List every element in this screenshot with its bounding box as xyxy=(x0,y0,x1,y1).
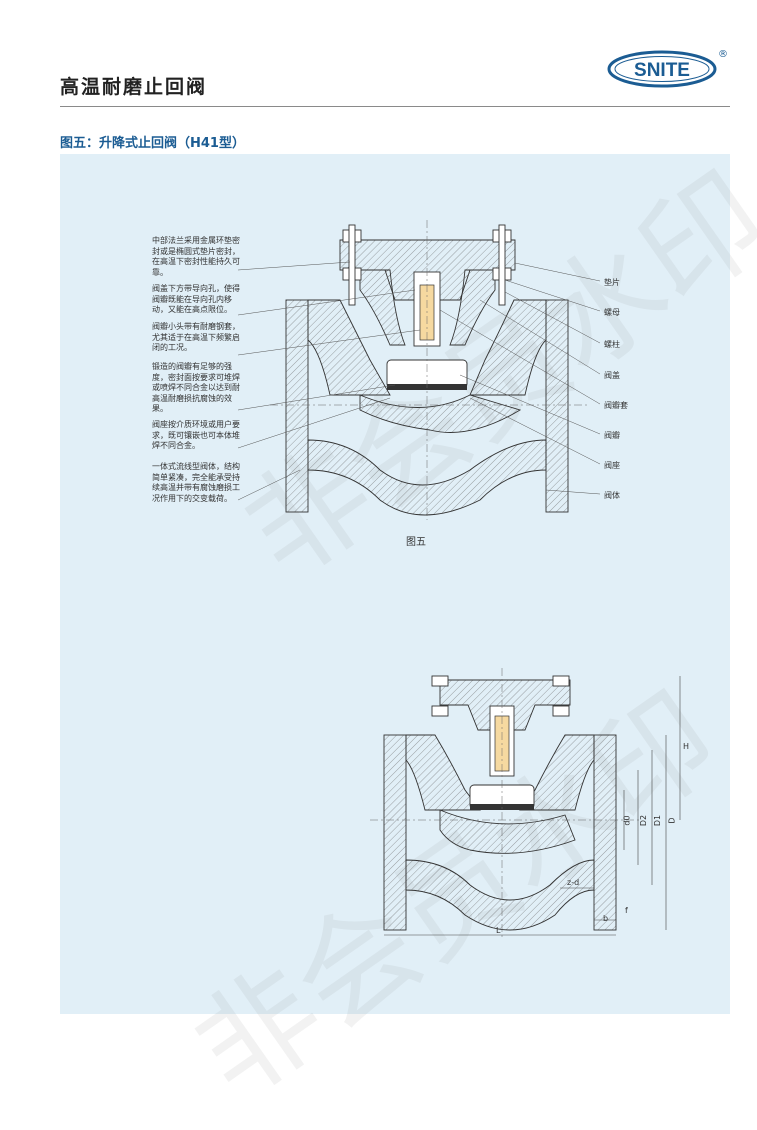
dim-f: f xyxy=(625,906,628,915)
dim-b: b xyxy=(603,914,609,923)
dim-d2: D2 xyxy=(639,814,649,827)
dim-d: D xyxy=(667,817,677,824)
brand-logo: SNITE ® xyxy=(606,48,728,88)
label-body: 阀体 xyxy=(604,491,620,500)
annotation-body: 一体式流线型阀体，结构简单紧凑，完全能承受持续高温并带有腐蚀磨损工况作用下的交变… xyxy=(152,462,240,503)
dim-l: L xyxy=(496,926,501,935)
figure-caption: 图五 xyxy=(406,537,426,548)
registered-mark: ® xyxy=(718,49,728,60)
section-subtitle: 图五：升降式止回阀（H41型） xyxy=(60,136,245,151)
label-gasket: 垫片 xyxy=(604,278,620,287)
annotation-bonnet-guide: 阀盖下方带导向孔，使得阀瓣既能在导向孔内移动，又能在高点限位。 xyxy=(152,284,240,314)
label-nut: 螺母 xyxy=(604,308,620,317)
annotation-seat: 阀座按介质环境或用户要求，既可镶嵌也可本体堆焊不同合金。 xyxy=(152,420,240,450)
page-title: 高温耐磨止回阀 xyxy=(60,76,208,98)
dim-d1: D1 xyxy=(653,814,663,827)
label-seat: 阀座 xyxy=(604,461,620,470)
annotation-flange-seal: 中部法兰采用金属环垫密封或是椭圆式垫片密封，在高温下密封性能持久可靠。 xyxy=(152,236,240,277)
header-divider xyxy=(60,106,730,107)
dim-d0: d0 xyxy=(622,815,632,826)
annotation-disc-sleeve: 阀瓣小头带有耐磨钢套，尤其适于在高温下频繁启闭的工况。 xyxy=(152,322,240,352)
dim-z-d: z-d xyxy=(567,878,580,887)
label-disc-sleeve: 阀瓣套 xyxy=(604,401,628,410)
dim-h: H xyxy=(683,742,690,751)
annotation-forged-disc: 锻造的阀瓣有足够的强度，密封面按要求可堆焊或喷焊不同合金以达到耐高温耐磨损抗腐蚀… xyxy=(152,362,240,413)
brand-name: SNITE xyxy=(634,60,690,81)
label-disc: 阀瓣 xyxy=(604,431,620,440)
label-stud: 螺柱 xyxy=(604,340,620,349)
valve-dimension-drawing xyxy=(370,668,681,940)
valve-section-drawing xyxy=(237,220,601,520)
label-bonnet: 阀盖 xyxy=(604,371,620,380)
